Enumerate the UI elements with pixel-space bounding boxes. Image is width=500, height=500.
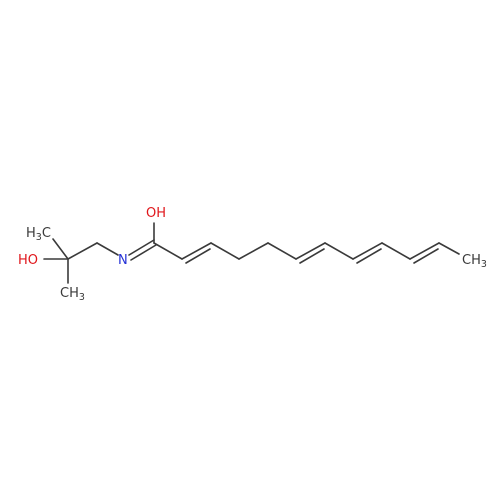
bond-c1-c2 <box>153 242 183 260</box>
bond-c2-c3-double-b <box>185 248 211 264</box>
bond-c4-c5 <box>238 242 269 260</box>
bond-n-c1-double-b <box>130 244 157 261</box>
bond-c8-c9-double-b <box>356 248 382 264</box>
bond-c11-c12 <box>438 242 460 255</box>
bond-cq-ch2 <box>67 242 98 260</box>
bond-c10-c11-double-a <box>409 242 440 260</box>
bond-layer <box>43 222 460 284</box>
hydroxyl-label-left: HO <box>18 253 38 268</box>
bond-c5-c6 <box>267 242 297 260</box>
bond-c8-c9-double-a <box>352 242 383 260</box>
bond-ch2-n <box>96 242 119 256</box>
atom-label-layer: OH H3C HO CH3 N CH3 <box>18 206 487 303</box>
methyl-terminal-ch: CH <box>462 253 481 268</box>
methyl-label-upper-left: H3C <box>26 226 51 243</box>
bond-cq-methyl-upper <box>52 238 69 260</box>
methyl-upper-left-h: H <box>26 226 36 241</box>
bond-c9-c10 <box>381 242 411 260</box>
methyl-label-lower: CH3 <box>60 286 85 303</box>
bond-c6-c7-double-b <box>299 248 325 264</box>
methyl-label-terminal: CH3 <box>462 253 487 270</box>
bond-c7-c8 <box>324 242 354 260</box>
bond-c2-c3-double-a <box>181 242 212 260</box>
methyl-lower-ch: CH <box>60 286 79 301</box>
hydroxyl-label-top: OH <box>146 206 166 221</box>
bond-c6-c7-double-a <box>295 242 326 260</box>
bond-n-c1-double-a <box>128 239 155 256</box>
nitrogen-label: N <box>118 253 128 268</box>
methyl-upper-left-c: C <box>42 226 51 241</box>
bond-c3-c4 <box>210 242 240 260</box>
methyl-terminal-subscript: 3 <box>481 259 487 270</box>
methyl-lower-subscript: 3 <box>79 292 85 303</box>
bond-c10-c11-double-b <box>413 248 439 264</box>
methyl-upper-left-subscript: 3 <box>36 232 42 243</box>
